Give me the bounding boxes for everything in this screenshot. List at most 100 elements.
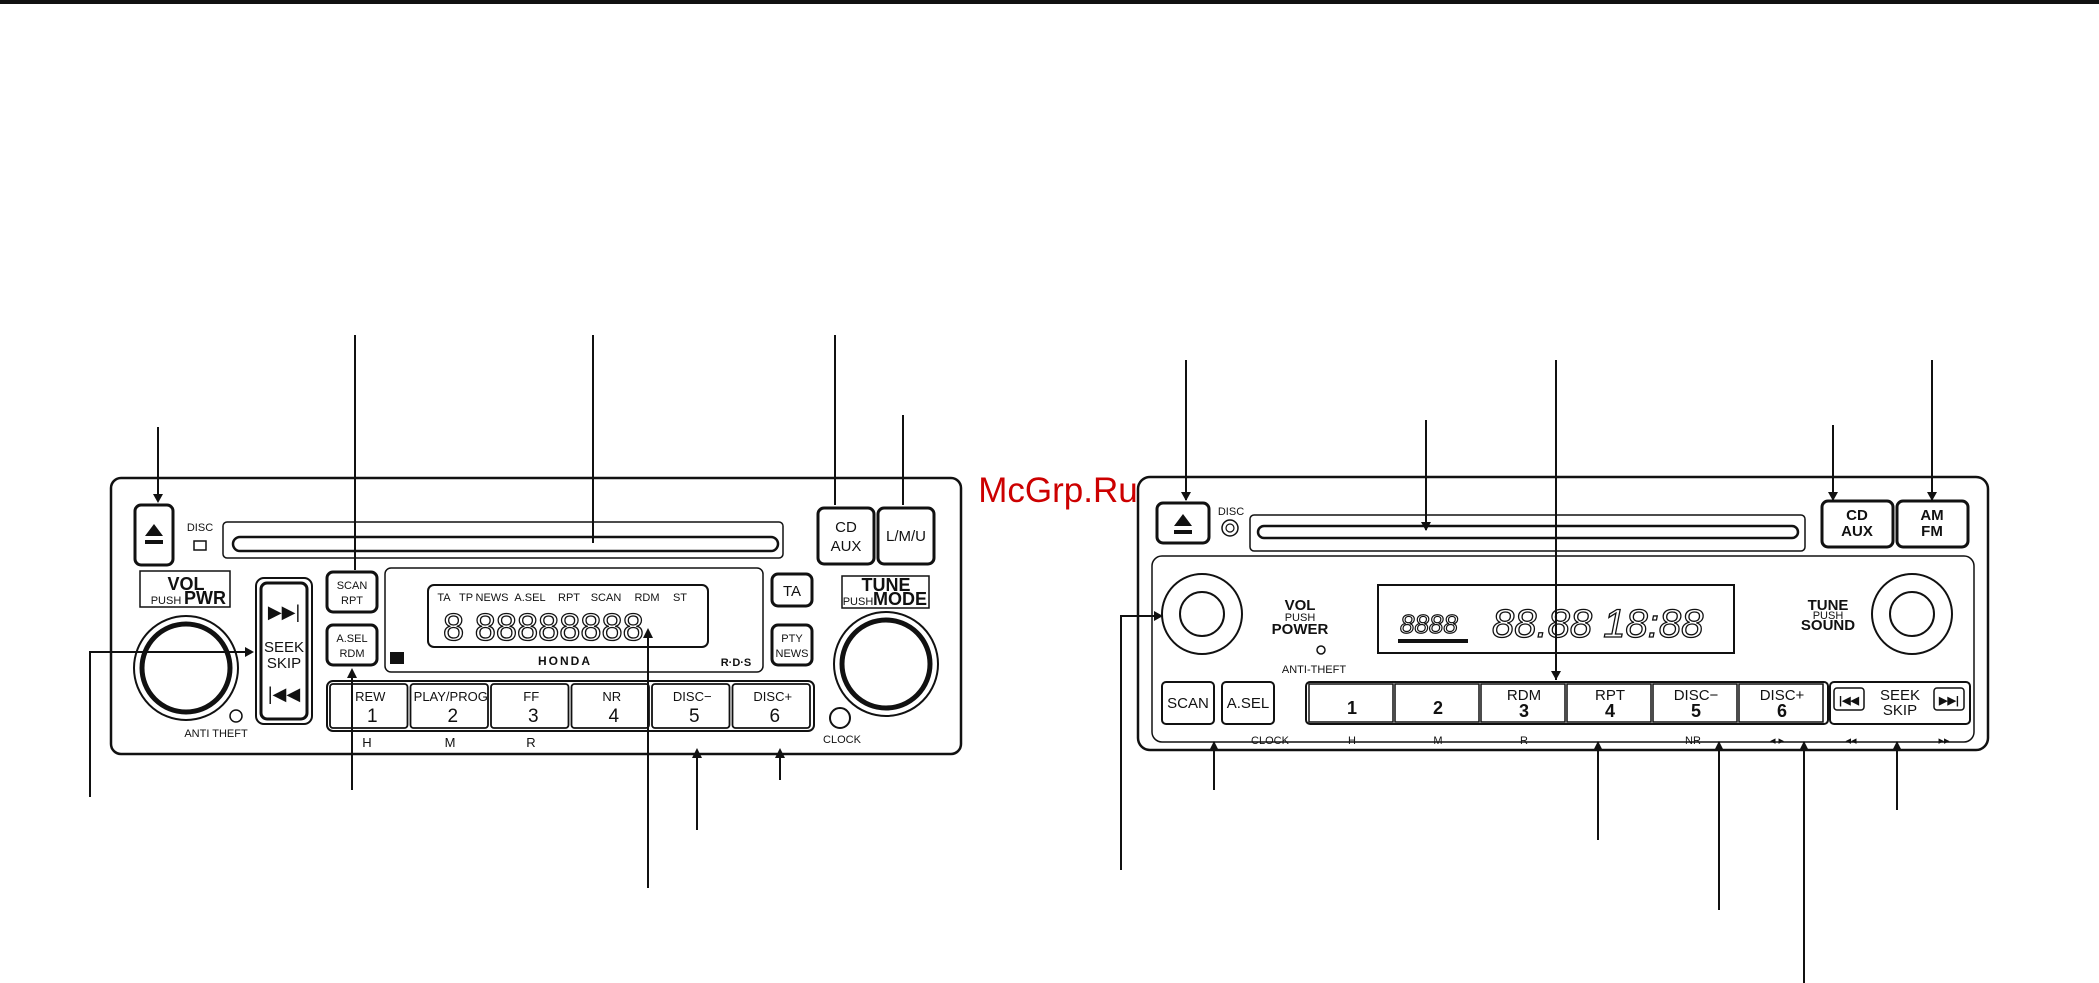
arrow-right-rpt <box>1593 741 1603 751</box>
right-scan-button[interactable] <box>1161 681 1215 725</box>
left-cd-label: CD <box>835 519 857 536</box>
right-preset-number: 4 <box>1605 701 1615 721</box>
arrow-left-display <box>643 628 653 638</box>
right-preset-number: 5 <box>1691 701 1701 721</box>
right-preset-button[interactable] <box>1308 683 1394 723</box>
left-aux-label: AUX <box>831 538 862 555</box>
arrow-right-eject <box>1181 492 1191 501</box>
seek-skip-button[interactable] <box>259 581 309 721</box>
left-clock-label: CLOCK <box>823 734 862 746</box>
lmu-button[interactable] <box>876 506 936 566</box>
left-vol-knob[interactable] <box>139 621 233 715</box>
left-scan-rpt-button[interactable] <box>325 570 379 614</box>
right-disc-label: DISC <box>1218 506 1244 518</box>
arrow-right-disc-plus <box>1799 741 1809 751</box>
pty-news-button[interactable] <box>770 623 814 667</box>
right-preset-button[interactable] <box>1480 683 1566 723</box>
am-label: AM <box>1920 507 1943 524</box>
left-tune-knob[interactable] <box>839 617 933 711</box>
left-asel-label: A.SEL <box>336 633 367 645</box>
arrow-left-disc-minus <box>692 748 702 758</box>
right-seek-label: SEEK <box>1880 687 1920 704</box>
right-audio-unit: DISC CD AUX AM FM VOL PUSH POWER ANTI-TH… <box>1120 360 1990 983</box>
right-disc-slot <box>1256 524 1800 540</box>
left-preset-button[interactable] <box>409 683 489 729</box>
arrow-right-vol <box>1154 611 1163 621</box>
left-preset-number: 2 <box>447 706 458 727</box>
ta-button[interactable] <box>770 572 814 608</box>
display-indicator: TP <box>459 592 473 604</box>
left-preset-number: 3 <box>528 706 539 727</box>
right-push-label: PUSH <box>1285 612 1316 624</box>
right-preset-button[interactable] <box>1652 683 1738 723</box>
right-sub-label: H <box>1348 735 1356 747</box>
right-vol-label: VOL <box>1285 597 1316 614</box>
right-seek-fwd-icon-box <box>1933 687 1965 711</box>
right-tune-label: TUNE <box>1808 597 1849 614</box>
left-cd-aux-button[interactable] <box>816 506 876 566</box>
eject-icon <box>145 524 163 536</box>
left-asel-rdm-button[interactable] <box>325 623 379 667</box>
right-sub-label: ◂◂ <box>1845 735 1857 747</box>
right-tune-knob[interactable] <box>1889 591 1935 637</box>
left-preset-button[interactable] <box>731 683 811 729</box>
pty-label: PTY <box>781 633 803 645</box>
right-preset-number: 1 <box>1347 698 1357 718</box>
right-seek-skip-button[interactable] <box>1829 681 1971 725</box>
clock-button[interactable] <box>829 707 851 729</box>
left-anti-theft-label: ANTI THEFT <box>184 728 248 740</box>
display-indicator: A.SEL <box>514 592 545 604</box>
right-preset-button[interactable] <box>1738 683 1824 723</box>
left-disc-slot <box>231 535 780 553</box>
left-preset-button[interactable] <box>490 683 570 729</box>
seek-fwd-icon: ▶▶| <box>1938 695 1959 707</box>
right-aux-label: AUX <box>1841 523 1873 540</box>
left-push-label: PUSH <box>151 595 182 607</box>
right-skip-label: SKIP <box>1883 702 1917 719</box>
left-rdm-label: RDM <box>339 648 364 660</box>
honda-brand: HONDA <box>538 654 592 668</box>
display-indicator: NEWS <box>476 592 509 604</box>
left-display <box>427 584 709 648</box>
display-indicator: RDM <box>634 592 659 604</box>
left-audio-unit: DISC VOL PUSH PWR ANTI THEFT ▶▶| SEEK SK… <box>89 335 963 888</box>
right-disc-slot-frame <box>1249 514 1806 552</box>
left-scan-label: SCAN <box>337 580 368 592</box>
arrow-left-disc-plus <box>775 748 785 758</box>
left-preset-button[interactable] <box>329 683 409 729</box>
arrow-right-disc-minus <box>1714 741 1724 751</box>
right-preset-button[interactable] <box>1394 683 1480 723</box>
right-preset-button[interactable] <box>1566 683 1652 723</box>
left-disc-slot-frame <box>222 521 784 559</box>
rds-label: R·D·S <box>721 657 752 669</box>
arrow-right-scan <box>1209 741 1219 751</box>
right-disc-indicator <box>1221 519 1239 537</box>
right-vol-knob[interactable] <box>1179 591 1225 637</box>
display-indicator: ST <box>673 592 687 604</box>
right-display-band: 8888 <box>1400 609 1458 639</box>
right-sub-label: CLOCK <box>1251 735 1290 747</box>
right-asel-button[interactable] <box>1221 681 1275 725</box>
left-preset-button[interactable] <box>651 683 731 729</box>
fm-label: FM <box>1921 523 1943 540</box>
seek-down-icon: |◀◀ <box>268 684 301 704</box>
left-preset-number: 6 <box>769 706 780 727</box>
right-sub-label: ▸▸ <box>1938 735 1950 747</box>
left-preset-top-label: FF <box>523 689 539 704</box>
eject-icon-bar <box>145 540 163 544</box>
disc-indicator-light <box>193 540 207 551</box>
right-cd-aux-button[interactable] <box>1820 499 1895 549</box>
display-indicator: RPT <box>558 592 580 604</box>
news-label: NEWS <box>776 648 809 660</box>
right-disc-indicator-inner <box>1225 523 1235 533</box>
left-display-digits: 8 88888888 <box>443 607 644 649</box>
right-preset-top-label: RPT <box>1595 687 1625 704</box>
am-fm-button[interactable] <box>1895 499 1970 549</box>
left-preset-top-label: DISC− <box>673 689 712 704</box>
left-preset-top-label: DISC+ <box>753 689 792 704</box>
display-indicator: TA <box>437 592 451 604</box>
tune-mode-label-box <box>841 575 930 609</box>
